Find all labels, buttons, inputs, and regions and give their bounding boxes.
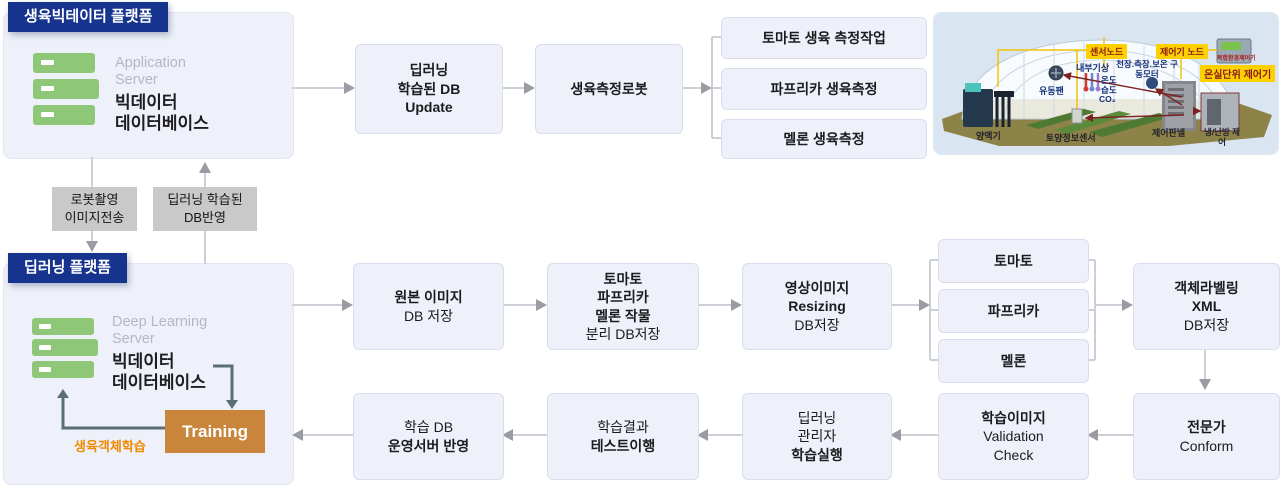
controller-node-label: 제어기 노드 (1156, 44, 1208, 59)
box-line: 운영서버 반영 (387, 437, 470, 454)
indoor-weather-label: 내부기상 (1076, 63, 1110, 73)
server-name-line: 빅데이터 (112, 351, 175, 371)
box-dl-db-update: 딥러닝 학습된 DB Update (355, 44, 503, 134)
box-line: 딥러닝 (797, 409, 837, 426)
sensor-node-label: 센서노드 (1086, 44, 1128, 59)
nutrient-machine-label: 양액기 (976, 131, 1001, 141)
box-line: DB저장 (1183, 316, 1230, 333)
server-stack-icon (32, 318, 98, 378)
box-line: 토마토 (994, 252, 1033, 269)
box-crop-paprika: 파프리카 (938, 289, 1089, 333)
box-line: 원본 이미지 (394, 289, 463, 306)
motor-label: 천장.측장.보온 구동모터 (1116, 59, 1178, 79)
box-line: 객체라벨링 (1174, 279, 1239, 296)
growth-object-learning-label: 생육객체학습 (74, 439, 146, 454)
server-name-line: 데이터베이스 (112, 373, 206, 393)
box-object-labeling: 객체라벨링 XML DB저장 (1133, 263, 1280, 350)
dl-platform-badge: 딥러닝 플랫폼 (8, 253, 127, 283)
humidity-label: 습도 (1101, 85, 1117, 95)
box-crop-tomato: 토마토 (938, 239, 1089, 283)
server-name-line: 데이터베이스 (115, 114, 209, 134)
box-original-image-save: 원본 이미지 DB 저장 (353, 263, 504, 350)
box-line: 생육측정로봇 (570, 80, 648, 97)
box-line: Check (993, 446, 1034, 463)
soil-sensor-label: 토양정보센서 (1046, 133, 1096, 143)
box-image-resizing: 영상이미지 Resizing DB저장 (742, 263, 892, 350)
temp-label: 온도 (1101, 75, 1117, 85)
greenhouse-illustration (934, 13, 1278, 154)
box-line: 분리 DB저장 (585, 325, 661, 342)
co2-label: CO₂ (1099, 94, 1116, 104)
box-deploy-db: 학습 DB 운영서버 반영 (353, 393, 504, 480)
box-line: 파프리카 생육측정 (770, 80, 878, 97)
box-line: 학습결과 (597, 419, 649, 436)
fan-label: 유동팬 (1039, 86, 1064, 96)
box-line: 학습 DB (403, 419, 454, 436)
box-growth-robot: 생육측정로봇 (535, 44, 683, 134)
box-line: 학습이미지 (981, 409, 1046, 426)
box-test-execution: 학습결과 테스트이행 (547, 393, 699, 480)
box-line: 이미지전송 (64, 210, 125, 225)
box-line: 영상이미지 (784, 279, 850, 296)
server-role-label: Application Server (115, 55, 186, 89)
box-line: 파프리카 (597, 289, 649, 306)
dl-server-text: Deep Learning Server 빅데이터 데이터베이스 (112, 314, 224, 393)
greenhouse-photo: 센서노드 제어기 노드 온실단위 제어기 복합환경제어기 내부기상 천장.측장.… (933, 12, 1279, 155)
box-line: 토마토 생육 측정작업 (762, 29, 886, 46)
box-task-melon: 멜론 생육측정 (721, 119, 927, 159)
box-line: 멜론 생육측정 (783, 130, 865, 147)
box-line: Validation (983, 428, 1044, 445)
server-role-label: Deep Learning Server (112, 314, 208, 348)
box-line: DB 저장 (403, 307, 454, 324)
box-line: 딥러닝 (409, 62, 449, 79)
robot-image-transfer-box: 로봇촬영 이미지전송 (52, 187, 137, 231)
server-name-line: 빅데이터 (115, 92, 178, 112)
device-caption-label: 복합환경제어기 (1217, 56, 1256, 62)
unit-controller-label: 온실단위 제어기 (1200, 65, 1276, 82)
growth-platform-badge: 생육빅테이터 플랫폼 (8, 2, 169, 32)
box-line: 테스트이행 (590, 437, 656, 454)
app-server-text: Application Server 빅데이터 데이터베이스 (115, 55, 227, 134)
control-panel-label: 제어판넬 (1152, 128, 1186, 138)
box-line: Update (405, 99, 453, 116)
box-line: DB반영 (184, 210, 226, 225)
box-line: 멜론 (1000, 352, 1027, 369)
box-line: XML (1191, 298, 1222, 315)
box-line: 토마토 (603, 270, 643, 287)
box-line: 멜론 작물 (595, 307, 651, 324)
box-line: 파프리카 (987, 302, 1040, 319)
box-line: Resizing (788, 298, 846, 315)
box-admin-training-run: 딥러닝 관리자 학습실행 (742, 393, 892, 480)
box-line: 전문가 (1187, 419, 1226, 436)
box-line: DB저장 (794, 316, 840, 333)
box-validation-check: 학습이미지 Validation Check (938, 393, 1089, 480)
box-line: 관리자 (797, 428, 837, 445)
box-crop-melon: 멜론 (938, 339, 1089, 383)
box-line: Conform (1179, 437, 1234, 454)
db-reflect-box: 딥러닝 학습된 DB반영 (153, 187, 257, 231)
box-line: 학습실행 (791, 446, 843, 463)
box-line: 딥러닝 학습된 (167, 192, 243, 208)
server-stack-icon (33, 53, 99, 125)
box-line: 로봇촬영 (70, 192, 119, 208)
box-line: 학습된 DB (397, 80, 461, 97)
box-expert-conform: 전문가 Conform (1133, 393, 1280, 480)
box-crop-split-save: 토마토 파프리카 멜론 작물 분리 DB저장 (547, 263, 699, 350)
box-task-tomato: 토마토 생육 측정작업 (721, 17, 927, 59)
training-box: Training (165, 410, 265, 453)
box-task-paprika: 파프리카 생육측정 (721, 68, 927, 110)
hvac-label: 냉/난방 제어 (1204, 127, 1241, 148)
